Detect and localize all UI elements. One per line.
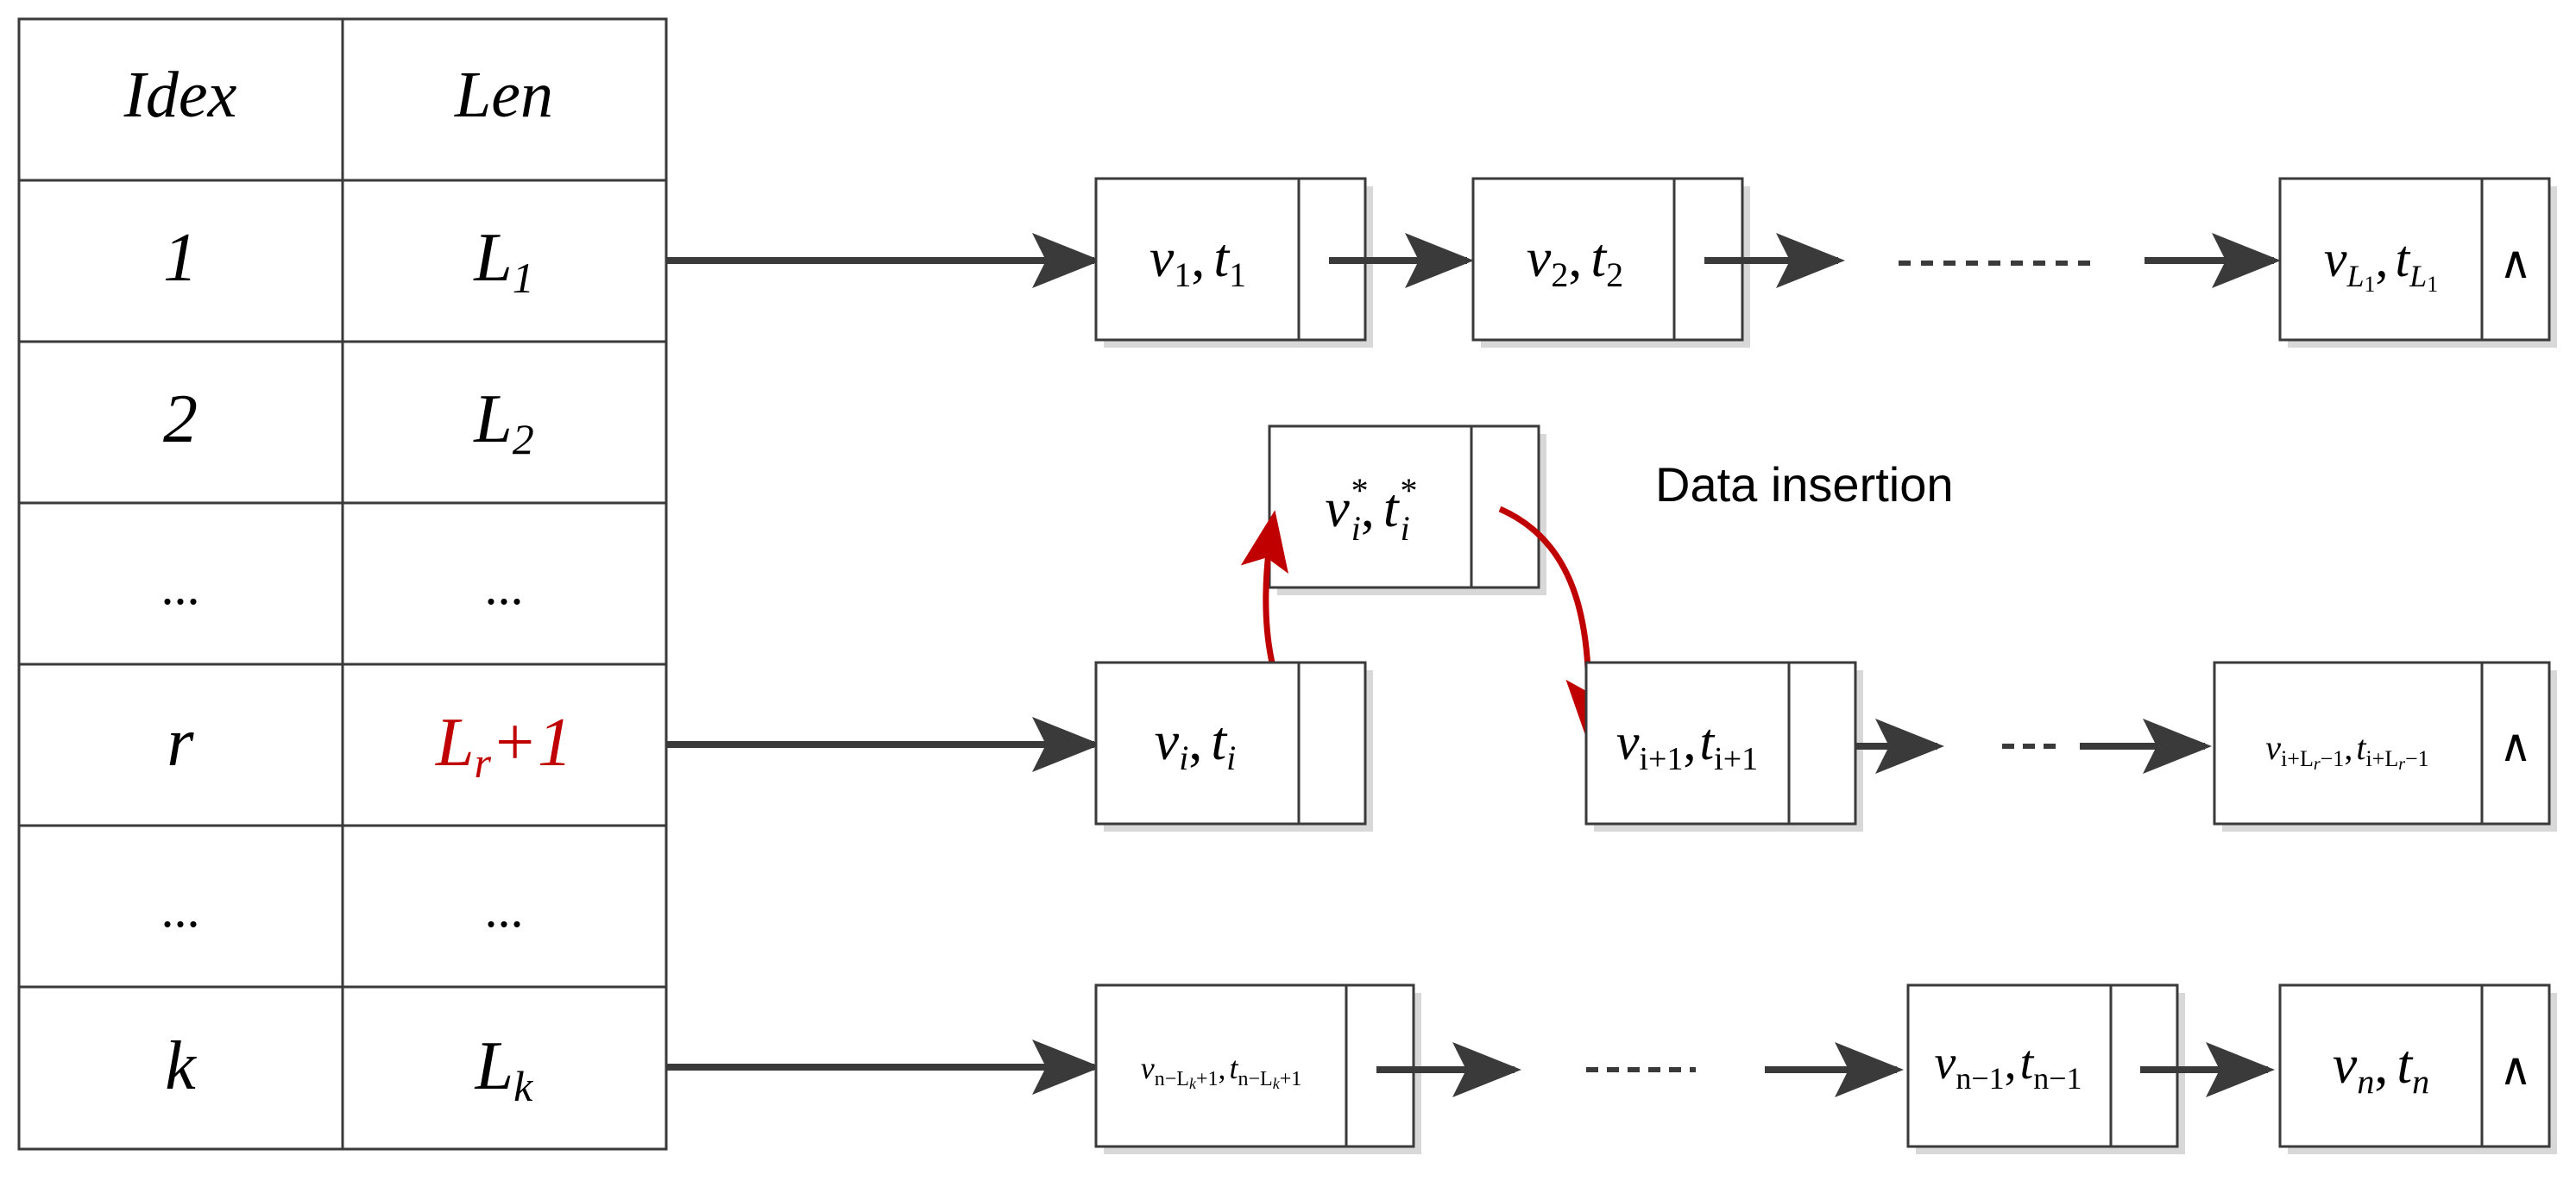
row-len-highlighted: Lr+1 bbox=[435, 705, 572, 787]
list-node-tail: vn,tn ∧ bbox=[2278, 983, 2557, 1154]
list-node: vi,ti bbox=[1094, 661, 1373, 832]
node-label: vL1,tL1 bbox=[2324, 230, 2438, 297]
node-label: v*i,t*i bbox=[1325, 471, 1415, 548]
node-label: vn,tn bbox=[2333, 1033, 2429, 1101]
row-index: ... bbox=[161, 881, 200, 938]
node-label: vn−Lk+1,tn−Lk+1 bbox=[1141, 1051, 1302, 1092]
list-node: vn−Lk+1,tn−Lk+1 bbox=[1094, 983, 1421, 1154]
list-row-k: vn−Lk+1,tn−Lk+1 vn−1,tn−1 vn,tn ∧ bbox=[666, 983, 2557, 1154]
list-node-tail: vL1,tL1 ∧ bbox=[2278, 177, 2557, 348]
data-insertion-label: Data insertion bbox=[1655, 457, 1954, 512]
node-label: vi+Lr−1,ti+Lr−1 bbox=[2265, 728, 2428, 774]
row-index: k bbox=[165, 1028, 197, 1104]
row-index: ... bbox=[161, 558, 200, 615]
list-node-tail: vi+Lr−1,ti+Lr−1 ∧ bbox=[2213, 661, 2557, 832]
null-pointer-icon: ∧ bbox=[2499, 722, 2532, 771]
list-node: v1,t1 bbox=[1094, 177, 1373, 348]
row-index: 2 bbox=[163, 381, 198, 457]
index-table: Idex Len 1 L1 2 L2 ... ... r Lr+1 ... ..… bbox=[17, 17, 668, 1151]
node-label: v1,t1 bbox=[1149, 227, 1246, 294]
node-label: vi,ti bbox=[1155, 710, 1236, 777]
node-label: v2,t2 bbox=[1527, 227, 1623, 294]
inserted-node: v*i,t*i bbox=[1268, 424, 1546, 595]
node-label: vn−1,tn−1 bbox=[1934, 1036, 2082, 1096]
list-node: v2,t2 bbox=[1471, 177, 1750, 348]
row-len: L1 bbox=[473, 220, 534, 302]
row-len: L2 bbox=[473, 381, 534, 463]
null-pointer-icon: ∧ bbox=[2499, 1046, 2532, 1095]
list-row-1: v1,t1 v2,t2 vL1,tL1 ∧ bbox=[666, 177, 2557, 348]
row-index: r bbox=[167, 705, 194, 781]
node-label: vi+1,ti+1 bbox=[1616, 713, 1758, 777]
row-len: Lk bbox=[475, 1028, 534, 1110]
row-len: ... bbox=[485, 881, 524, 938]
header-index: Idex bbox=[123, 59, 237, 131]
row-index: 1 bbox=[163, 220, 198, 296]
list-row-r: vi,ti vi+1,ti+1 vi+Lr−1,ti+Lr−1 ∧ bbox=[666, 661, 2557, 832]
header-len: Len bbox=[454, 59, 553, 131]
null-pointer-icon: ∧ bbox=[2499, 239, 2532, 288]
list-node: vn−1,tn−1 bbox=[1906, 983, 2185, 1154]
list-node: vi+1,ti+1 bbox=[1584, 661, 1863, 832]
row-len: ... bbox=[485, 558, 524, 615]
